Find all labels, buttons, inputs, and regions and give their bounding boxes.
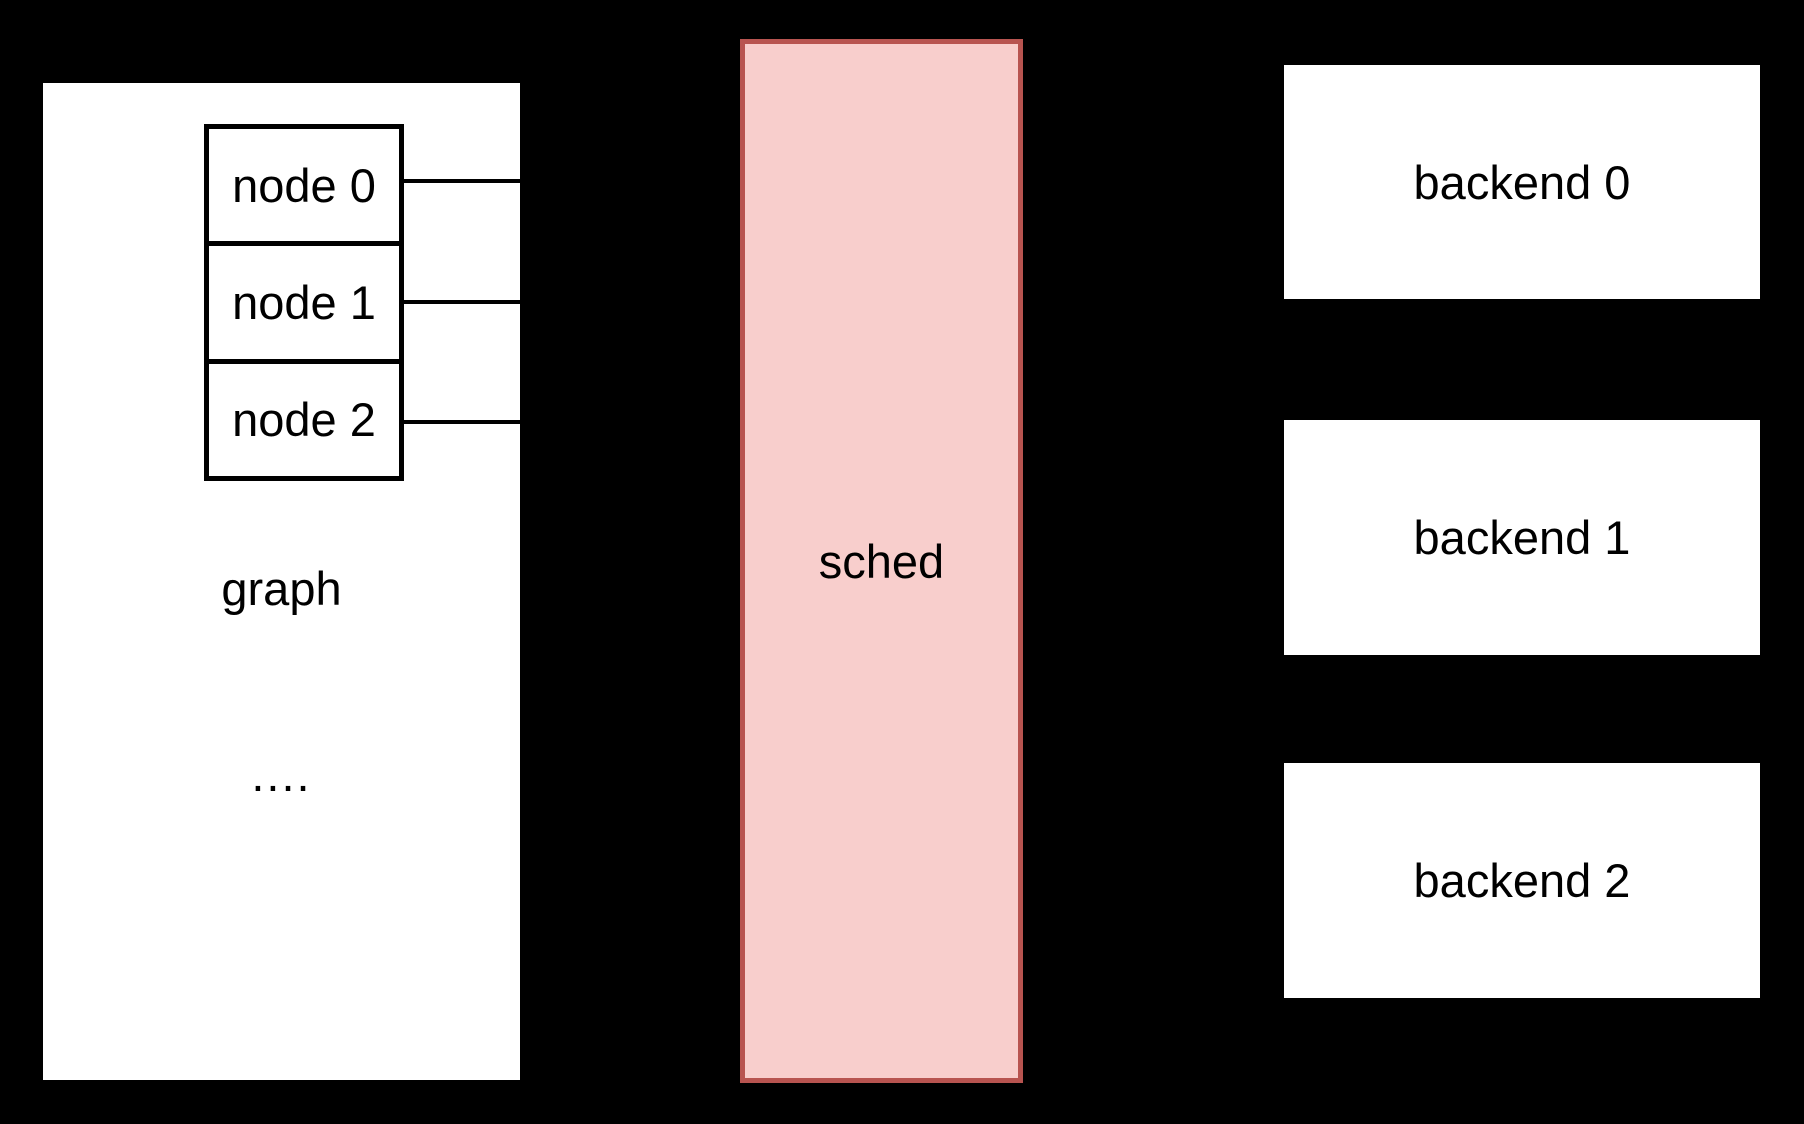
connector-node-2 [399, 420, 520, 424]
backend-box-0: backend 0 [1284, 65, 1760, 299]
graph-label: graph [221, 562, 342, 615]
node-stack: node 0 node 1 node 2 [204, 124, 404, 481]
connector-node-0 [399, 179, 520, 183]
backend-0-label: backend 0 [1413, 155, 1631, 209]
sched-label: sched [818, 534, 945, 588]
node-box-0: node 0 [209, 129, 399, 241]
backend-box-2: backend 2 [1284, 763, 1760, 998]
node-2-label: node 2 [232, 393, 376, 447]
backend-2-label: backend 2 [1413, 854, 1631, 907]
node-box-1: node 1 [209, 241, 399, 358]
node-0-label: node 0 [232, 158, 376, 212]
graph-panel: node 0 node 1 node 2 graph .... [43, 83, 520, 1080]
node-box-2: node 2 [209, 358, 399, 476]
graph-ellipsis: .... [251, 748, 312, 801]
backend-box-1: backend 1 [1284, 420, 1760, 655]
sched-box: sched [740, 39, 1023, 1083]
backend-1-label: backend 1 [1413, 511, 1631, 564]
node-1-label: node 1 [232, 275, 376, 329]
connector-node-1 [399, 300, 520, 304]
